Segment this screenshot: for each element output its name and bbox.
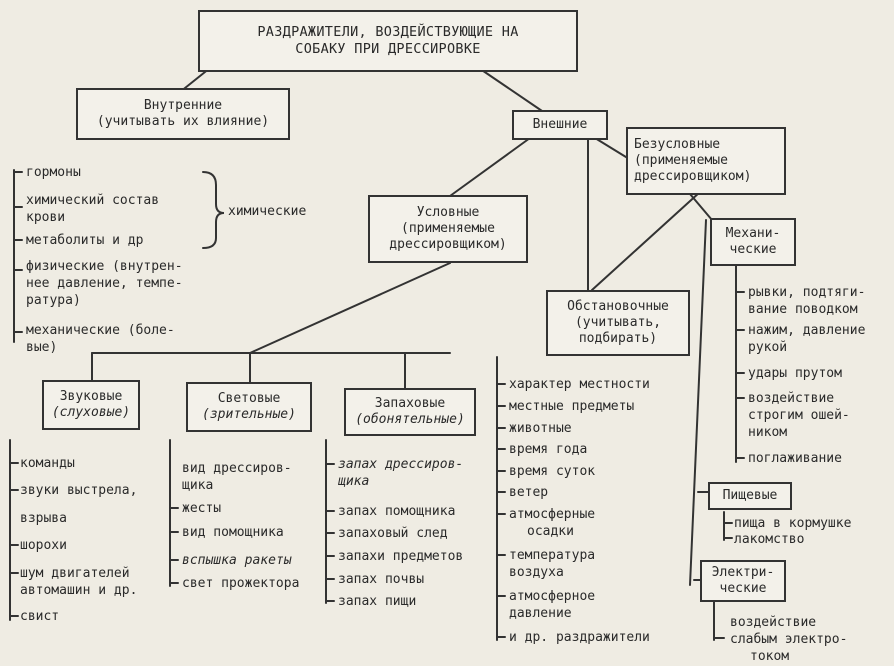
- unconditioned-note-2: дрессировщиком): [634, 169, 752, 185]
- list-item: жесты: [182, 501, 222, 516]
- list-item: пища в кормушке: [734, 516, 852, 531]
- list-item: лакомство: [734, 532, 805, 547]
- list-item: свист: [20, 609, 60, 624]
- list-item: и др. раздражители: [509, 630, 650, 645]
- sound-box: Звуковые (слуховые): [42, 380, 140, 430]
- unconditioned-note-1: (применяемые: [634, 152, 728, 168]
- smell-note: (обонятельные): [355, 412, 465, 427]
- list-item: запах дрессиров-щика: [338, 457, 464, 489]
- list-item: звуки выстрела,: [20, 483, 138, 498]
- list-item: вид помощника: [182, 525, 284, 540]
- electric-label-1: Электри-: [711, 564, 775, 580]
- edge-conditioned-down: [249, 262, 451, 354]
- list-item: ветер: [509, 485, 549, 500]
- title-line-2: СОБАКУ ПРИ ДРЕССИРОВКЕ: [295, 41, 481, 57]
- edge-unconditioned-mechanical: [689, 193, 713, 221]
- sound-label: Звуковые: [59, 388, 123, 404]
- list-item: характер местности: [509, 377, 650, 392]
- situational-box: Обстановочные (учитывать, подбирать): [546, 290, 690, 356]
- title-box: РАЗДРАЖИТЕЛИ, ВОЗДЕЙСТВУЮЩИЕ НА СОБАКУ П…: [198, 10, 578, 72]
- list-item: время суток: [509, 464, 596, 479]
- mechanical-label-2: ческие: [729, 242, 777, 257]
- list-item: время года: [509, 442, 588, 457]
- edge-external-conditioned: [449, 137, 531, 197]
- list-item: поглаживание: [748, 451, 842, 466]
- internal-note: (учитывать их влияние): [96, 114, 270, 129]
- list-item: механические (боле-вые): [26, 323, 175, 355]
- external-box: Внешние: [512, 110, 608, 140]
- light-note: (зрительные): [202, 407, 296, 422]
- situational-note-2: подбирать): [578, 331, 658, 347]
- chemical-label: химические: [228, 204, 307, 219]
- chemical-brace: [202, 171, 225, 249]
- unconditioned-label: Безусловные: [634, 136, 721, 152]
- mechanical-box: Механи- ческие: [710, 218, 796, 266]
- title-line-1: РАЗДРАЖИТЕЛИ, ВОЗДЕЙСТВУЮЩИЕ НА: [257, 24, 519, 41]
- conditioned-note-2: дрессировщиком): [389, 237, 507, 253]
- list-item: запаховый след: [338, 526, 448, 541]
- situational-note-1: (учитывать,: [574, 314, 662, 330]
- list-item: шорохи: [20, 538, 67, 553]
- unconditioned-trunk: [689, 219, 707, 586]
- list-item: свет прожектора: [182, 576, 300, 591]
- list-item: запах почвы: [338, 572, 425, 587]
- list-item: вид дрессиров-щика: [182, 461, 292, 493]
- list-item: физические (внутрен-нее давление, темпе-…: [26, 259, 183, 308]
- list-item: местные предметы: [509, 399, 635, 414]
- list-item: запах пищи: [338, 594, 417, 609]
- conditioned-note-1: (применяемые: [401, 220, 495, 236]
- external-label: Внешние: [532, 116, 588, 132]
- list-item: вспышка ракеты: [182, 553, 292, 568]
- list-item: взрыва: [20, 511, 67, 526]
- list-item: рывки, подтяги-вание поводком: [748, 285, 866, 317]
- conditioned-box: Условные (применяемые дрессировщиком): [368, 195, 528, 263]
- list-item: команды: [20, 456, 75, 471]
- internal-box: Внутренние (учитывать их влияние): [76, 88, 290, 140]
- edge-unconditioned-situational: [591, 191, 701, 291]
- list-item: запахи предметов: [338, 549, 464, 564]
- electric-box: Электри- ческие: [700, 560, 786, 602]
- list-item: метаболиты и др: [26, 233, 144, 248]
- light-label: Световые: [217, 390, 281, 406]
- food-label: Пищевые: [722, 487, 778, 503]
- mechanical-label-1: Механи-: [725, 225, 781, 241]
- internal-label: Внутренние: [143, 97, 223, 113]
- conditioned-label: Условные: [416, 204, 480, 220]
- list-item: гормоны: [26, 165, 81, 180]
- smell-box: Запаховые (обонятельные): [344, 388, 476, 436]
- sound-note: (слуховые): [51, 405, 131, 420]
- smell-label: Запаховые: [374, 395, 446, 411]
- list-item: удары прутом: [748, 366, 842, 381]
- list-item: животные: [509, 421, 572, 436]
- light-box: Световые (зрительные): [186, 382, 312, 432]
- electric-label-2: ческие: [719, 581, 767, 596]
- unconditioned-box: Безусловные (применяемые дрессировщиком): [626, 127, 786, 195]
- food-box: Пищевые: [708, 482, 792, 510]
- list-item: запах помощника: [338, 504, 456, 519]
- situational-label: Обстановочные: [567, 298, 669, 314]
